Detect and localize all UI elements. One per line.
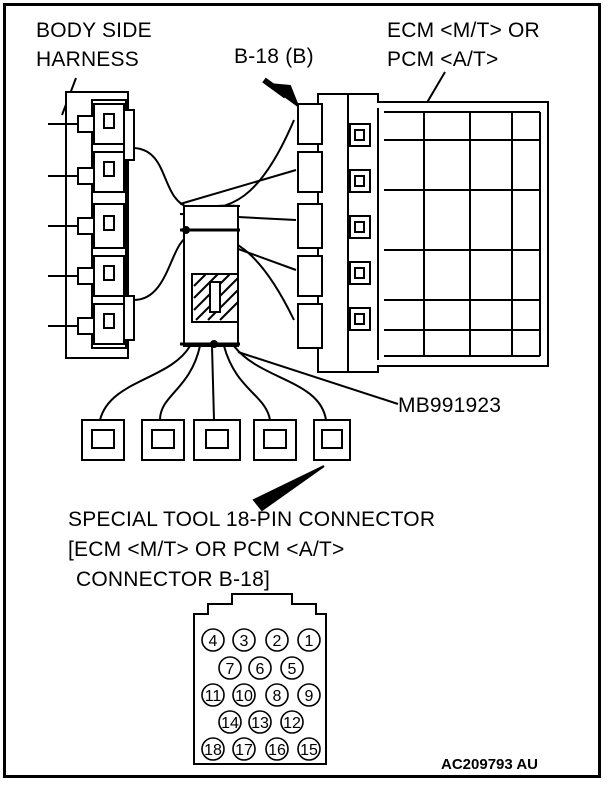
pin-13: 13 bbox=[248, 710, 272, 734]
svg-text:6: 6 bbox=[256, 661, 265, 678]
special-tool-label-line1: SPECIAL TOOL 18-PIN CONNECTOR bbox=[68, 508, 436, 531]
svg-text:1: 1 bbox=[305, 633, 314, 650]
pin-10: 10 bbox=[232, 683, 256, 707]
body-side-harness-label-line1: BODY SIDE bbox=[36, 19, 152, 42]
svg-text:13: 13 bbox=[251, 715, 269, 732]
figure-code: AC209793 AU bbox=[441, 756, 538, 773]
svg-text:18: 18 bbox=[204, 742, 222, 759]
pin-5: 5 bbox=[280, 656, 304, 680]
special-tool-label-line3: CONNECTOR B-18] bbox=[76, 568, 270, 591]
tool-connectors bbox=[81, 419, 351, 461]
svg-text:16: 16 bbox=[268, 742, 286, 759]
svg-text:8: 8 bbox=[273, 688, 282, 705]
pin-4: 4 bbox=[201, 628, 225, 652]
svg-text:3: 3 bbox=[240, 633, 249, 650]
special-tool-label-line2: [ECM <M/T> OR PCM <A/T> bbox=[68, 538, 345, 561]
svg-text:10: 10 bbox=[235, 688, 253, 705]
svg-text:12: 12 bbox=[283, 715, 301, 732]
pin-layout: 4 3 2 1 7 6 5 11 10 8 9 14 13 12 18 17 1… bbox=[201, 628, 321, 761]
svg-text:5: 5 bbox=[288, 661, 297, 678]
svg-text:9: 9 bbox=[305, 688, 314, 705]
pin-6: 6 bbox=[248, 656, 272, 680]
svg-text:4: 4 bbox=[209, 633, 218, 650]
b18-connector-label: B-18 (B) bbox=[234, 45, 314, 68]
svg-text:14: 14 bbox=[221, 715, 239, 732]
pin-9: 9 bbox=[297, 683, 321, 707]
ecm-leader-line bbox=[424, 71, 446, 107]
pin-1: 1 bbox=[297, 628, 321, 652]
harness-cables bbox=[133, 119, 297, 348]
figure-frame bbox=[3, 3, 601, 778]
ecm-label-line1: ECM <M/T> OR bbox=[387, 19, 540, 42]
special-tool-arrow bbox=[252, 465, 325, 512]
pin-15: 15 bbox=[297, 737, 321, 761]
svg-text:15: 15 bbox=[300, 742, 318, 759]
pin-18: 18 bbox=[201, 737, 225, 761]
svg-text:17: 17 bbox=[235, 742, 253, 759]
pin-12: 12 bbox=[280, 710, 304, 734]
pin-8: 8 bbox=[265, 683, 289, 707]
ecm-pcm-unit bbox=[297, 93, 549, 373]
svg-text:2: 2 bbox=[273, 633, 282, 650]
ecm-label-line2: PCM <A/T> bbox=[387, 48, 499, 71]
pin-16: 16 bbox=[265, 737, 289, 761]
svg-text:11: 11 bbox=[205, 688, 222, 705]
pin-2: 2 bbox=[265, 628, 289, 652]
tool-branch-cables bbox=[99, 345, 327, 421]
body-side-harness-connectors bbox=[48, 91, 135, 359]
body-side-harness-label-line2: HARNESS bbox=[36, 48, 139, 71]
svg-text:7: 7 bbox=[226, 661, 235, 678]
pin-14: 14 bbox=[218, 710, 242, 734]
pin-11: 11 bbox=[201, 683, 225, 707]
tool-part-number-label: MB991923 bbox=[398, 394, 502, 417]
pin-3: 3 bbox=[232, 628, 256, 652]
tool-leader-line bbox=[237, 351, 399, 405]
pin-17: 17 bbox=[232, 737, 256, 761]
pin-7: 7 bbox=[218, 656, 242, 680]
